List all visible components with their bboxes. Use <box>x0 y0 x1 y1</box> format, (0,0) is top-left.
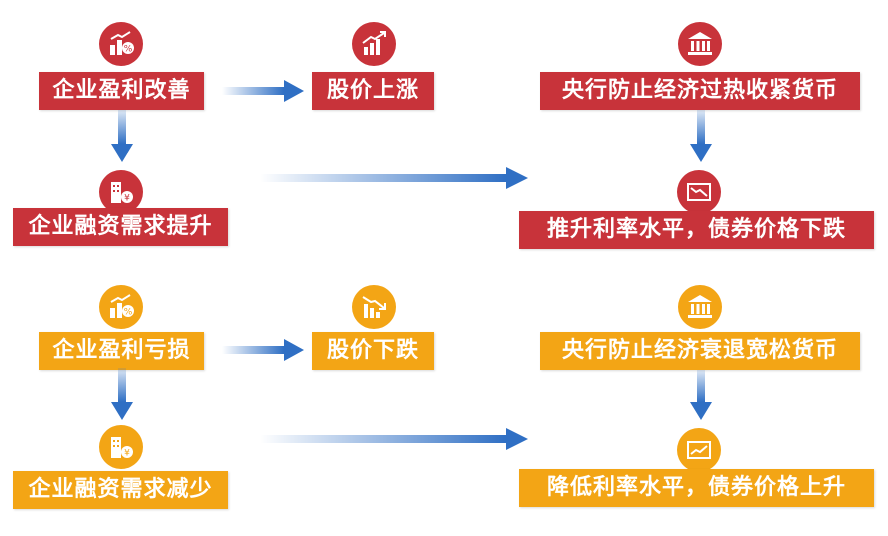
profit-chart-icon: % <box>99 22 143 66</box>
svg-text:¥: ¥ <box>124 449 130 459</box>
top-profit-box: 企业盈利改善 <box>39 72 204 110</box>
top-rate-box: 推升利率水平，债券价格下跌 <box>519 211 874 249</box>
bottom-rate-box: 降低利率水平，债券价格上升 <box>519 469 874 507</box>
bottom-central-bank-box: 央行防止经济衰退宽松货币 <box>540 332 860 370</box>
arrow-financing-to-rate <box>260 167 528 189</box>
bottom-financing-box: 企业融资需求减少 <box>13 471 228 509</box>
bottom-stock-box: 股价下跌 <box>312 332 434 370</box>
arrow-profit-to-stock <box>222 339 304 361</box>
arrow-profit-to-stock <box>222 80 304 102</box>
bank-icon <box>678 285 722 329</box>
bond-chart-icon <box>677 170 721 214</box>
stock-rise-icon <box>352 22 396 66</box>
arrow-profit-to-financing <box>111 368 133 420</box>
top-central-bank-box: 央行防止经济过热收紧货币 <box>540 72 860 110</box>
building-yen-icon: ¥ <box>99 170 143 214</box>
arrow-central-bank-to-rate <box>690 370 712 420</box>
arrow-financing-to-rate <box>260 428 528 450</box>
svg-text:¥: ¥ <box>124 194 130 204</box>
arrow-profit-to-financing <box>111 110 133 162</box>
top-financing-box: 企业融资需求提升 <box>13 208 228 246</box>
top-stock-box: 股价上涨 <box>312 72 434 110</box>
bank-icon <box>678 22 722 66</box>
bottom-profit-box: 企业盈利亏损 <box>39 332 204 370</box>
svg-text:%: % <box>124 308 133 318</box>
svg-text:%: % <box>124 45 133 55</box>
arrow-central-bank-to-rate <box>690 110 712 162</box>
stock-fall-icon <box>352 285 396 329</box>
building-yen-icon: ¥ <box>99 425 143 469</box>
profit-chart-icon: % <box>99 285 143 329</box>
bond-chart-icon <box>677 428 721 472</box>
